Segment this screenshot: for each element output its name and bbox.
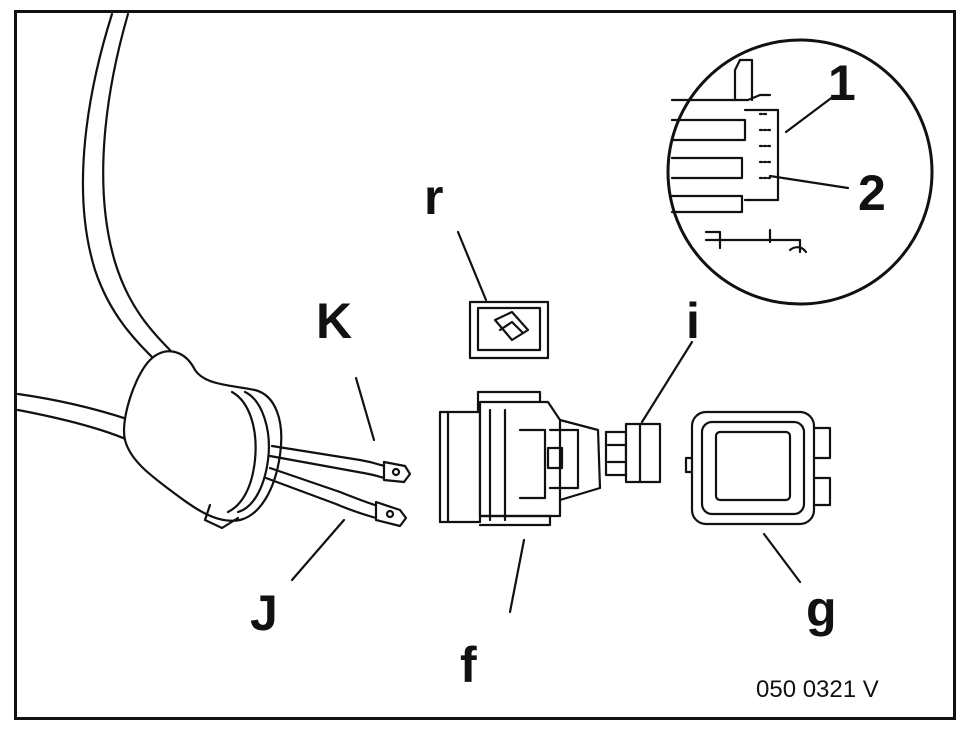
side-cable: [16, 392, 132, 442]
part-g: [684, 410, 832, 526]
label-1: 1: [828, 55, 856, 111]
label-g: g: [806, 581, 837, 637]
label-j: J: [250, 585, 278, 641]
wire-j: [264, 466, 408, 528]
detail-circle: [666, 38, 934, 306]
cable: [81, 12, 172, 362]
leader-lines: [290, 94, 850, 614]
label-i: i: [686, 293, 700, 349]
connector-housing: [438, 390, 602, 527]
figure-code: 050 0321 V: [756, 676, 879, 703]
part-i: [604, 422, 662, 484]
cable-boot: [122, 350, 283, 530]
part-r: [468, 300, 550, 360]
label-r: r: [424, 169, 444, 225]
label-k: K: [316, 293, 353, 349]
label-2: 2: [858, 165, 886, 221]
wire-k: [268, 444, 412, 484]
label-f: f: [460, 637, 477, 693]
